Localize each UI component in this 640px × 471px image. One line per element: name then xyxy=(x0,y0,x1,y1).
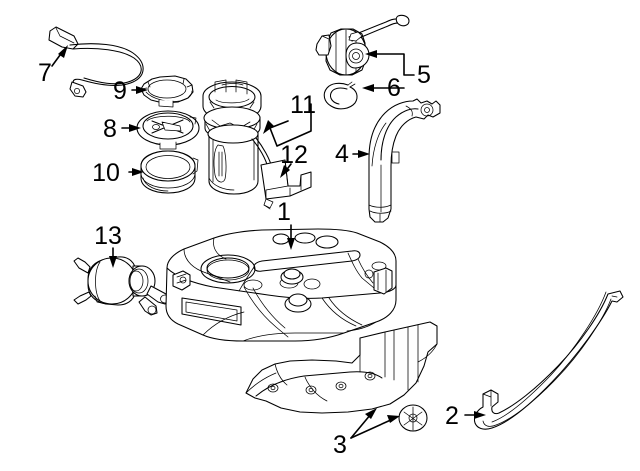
part-seal-ring xyxy=(140,150,199,194)
callout-8: 8 xyxy=(103,115,117,143)
callout-leaders xyxy=(51,45,486,439)
part-lock-ring-bracket xyxy=(136,110,200,150)
part-fuel-filter xyxy=(73,256,170,316)
part-filler-neck xyxy=(368,98,441,223)
part-fuel-pump-assembly xyxy=(202,79,273,195)
callout-13: 13 xyxy=(94,222,122,250)
part-fuel-tank-strap xyxy=(473,290,624,430)
part-cap-tether xyxy=(323,81,358,110)
callout-1: 1 xyxy=(277,198,291,226)
part-access-cover xyxy=(140,75,194,108)
part-heat-shield xyxy=(245,321,438,414)
part-vent-hose xyxy=(48,26,144,98)
callout-3: 3 xyxy=(333,431,347,459)
callout-7: 7 xyxy=(38,59,52,87)
callout-9: 9 xyxy=(113,77,127,105)
callout-11: 11 xyxy=(290,91,316,119)
callout-12: 12 xyxy=(280,141,308,169)
part-heat-shield-fastener xyxy=(398,404,428,432)
callout-6: 6 xyxy=(387,74,401,102)
callout-4: 4 xyxy=(335,140,349,168)
part-fuel-cap xyxy=(315,14,410,76)
part-fuel-tank xyxy=(165,228,397,342)
callout-10: 10 xyxy=(92,159,120,187)
callout-5: 5 xyxy=(417,61,431,89)
part-fuel-pump-bracket xyxy=(260,159,312,210)
callout-2: 2 xyxy=(445,402,459,430)
callout-numbers: 1 2 3 4 5 6 7 8 9 10 11 12 13 xyxy=(38,59,459,459)
